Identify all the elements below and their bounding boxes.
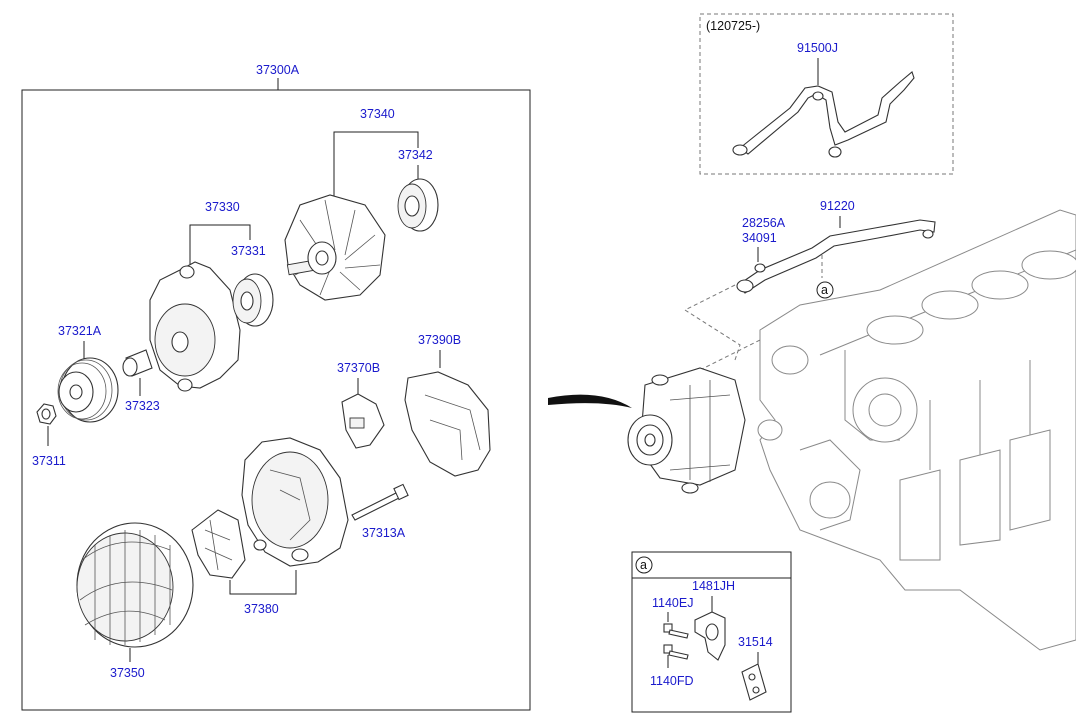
part-label-1481JH[interactable]: 1481JH xyxy=(692,579,735,593)
arrow-icon xyxy=(548,394,632,408)
bolt-1140FD xyxy=(663,644,689,660)
spacer xyxy=(122,349,153,377)
detail-box xyxy=(631,551,792,713)
rear-bracket xyxy=(241,437,349,567)
harness-91220 xyxy=(736,219,936,294)
variant-box xyxy=(699,13,954,175)
plate-31514 xyxy=(741,663,767,701)
detail-ref-circle[interactable] xyxy=(816,281,834,299)
part-label-37330[interactable]: 37330 xyxy=(205,200,240,214)
part-label-37340[interactable]: 37340 xyxy=(360,107,395,121)
detail-box-label: a xyxy=(640,558,647,572)
part-label-37300A[interactable]: 37300A xyxy=(256,63,300,77)
guide-line xyxy=(699,339,761,371)
through-bolt xyxy=(351,483,409,521)
part-label-37311[interactable]: 37311 xyxy=(32,454,66,468)
front-bracket xyxy=(149,261,241,392)
stator xyxy=(76,522,194,648)
engine-block xyxy=(757,209,1076,651)
part-label-37370B[interactable]: 37370B xyxy=(337,361,380,375)
part-label-34091[interactable]: 34091 xyxy=(742,231,777,245)
part-label-91500J[interactable]: 91500J xyxy=(797,41,838,55)
pulley xyxy=(57,357,119,423)
rear-cover xyxy=(404,371,491,477)
part-label-91220[interactable]: 91220 xyxy=(820,199,855,213)
guide-line xyxy=(684,284,736,311)
part-label-37321A[interactable]: 37321A xyxy=(58,324,102,338)
part-label-37342[interactable]: 37342 xyxy=(398,148,433,162)
alternator-installed xyxy=(627,367,746,494)
part-label-31514[interactable]: 31514 xyxy=(738,635,773,649)
part-label-37350[interactable]: 37350 xyxy=(110,666,145,680)
bracket-1481JH xyxy=(694,611,726,661)
part-label-37331[interactable]: 37331 xyxy=(231,244,266,258)
rotor-bearing xyxy=(397,178,439,232)
part-label-37390B[interactable]: 37390B xyxy=(418,333,461,347)
part-label-1140FD[interactable]: 1140FD xyxy=(650,674,694,688)
guide-line xyxy=(684,309,741,361)
part-label-1140EJ[interactable]: 1140EJ xyxy=(652,596,693,610)
part-label-37380[interactable]: 37380 xyxy=(244,602,279,616)
variant-note: (120725-) xyxy=(706,19,760,33)
part-label-28256A[interactable]: 28256A xyxy=(742,216,786,230)
harness-91500J xyxy=(732,71,915,158)
part-label-37313A[interactable]: 37313A xyxy=(362,526,406,540)
bolt-1140EJ xyxy=(663,623,689,639)
detail-ref-label: a xyxy=(821,283,828,297)
front-bearing xyxy=(232,273,274,327)
rotor xyxy=(284,194,386,301)
nut xyxy=(36,403,57,425)
regulator xyxy=(341,393,385,449)
part-label-37323[interactable]: 37323 xyxy=(125,399,160,413)
assembly-box xyxy=(21,89,531,711)
rectifier xyxy=(191,509,246,579)
detail-box-circle xyxy=(635,556,653,574)
